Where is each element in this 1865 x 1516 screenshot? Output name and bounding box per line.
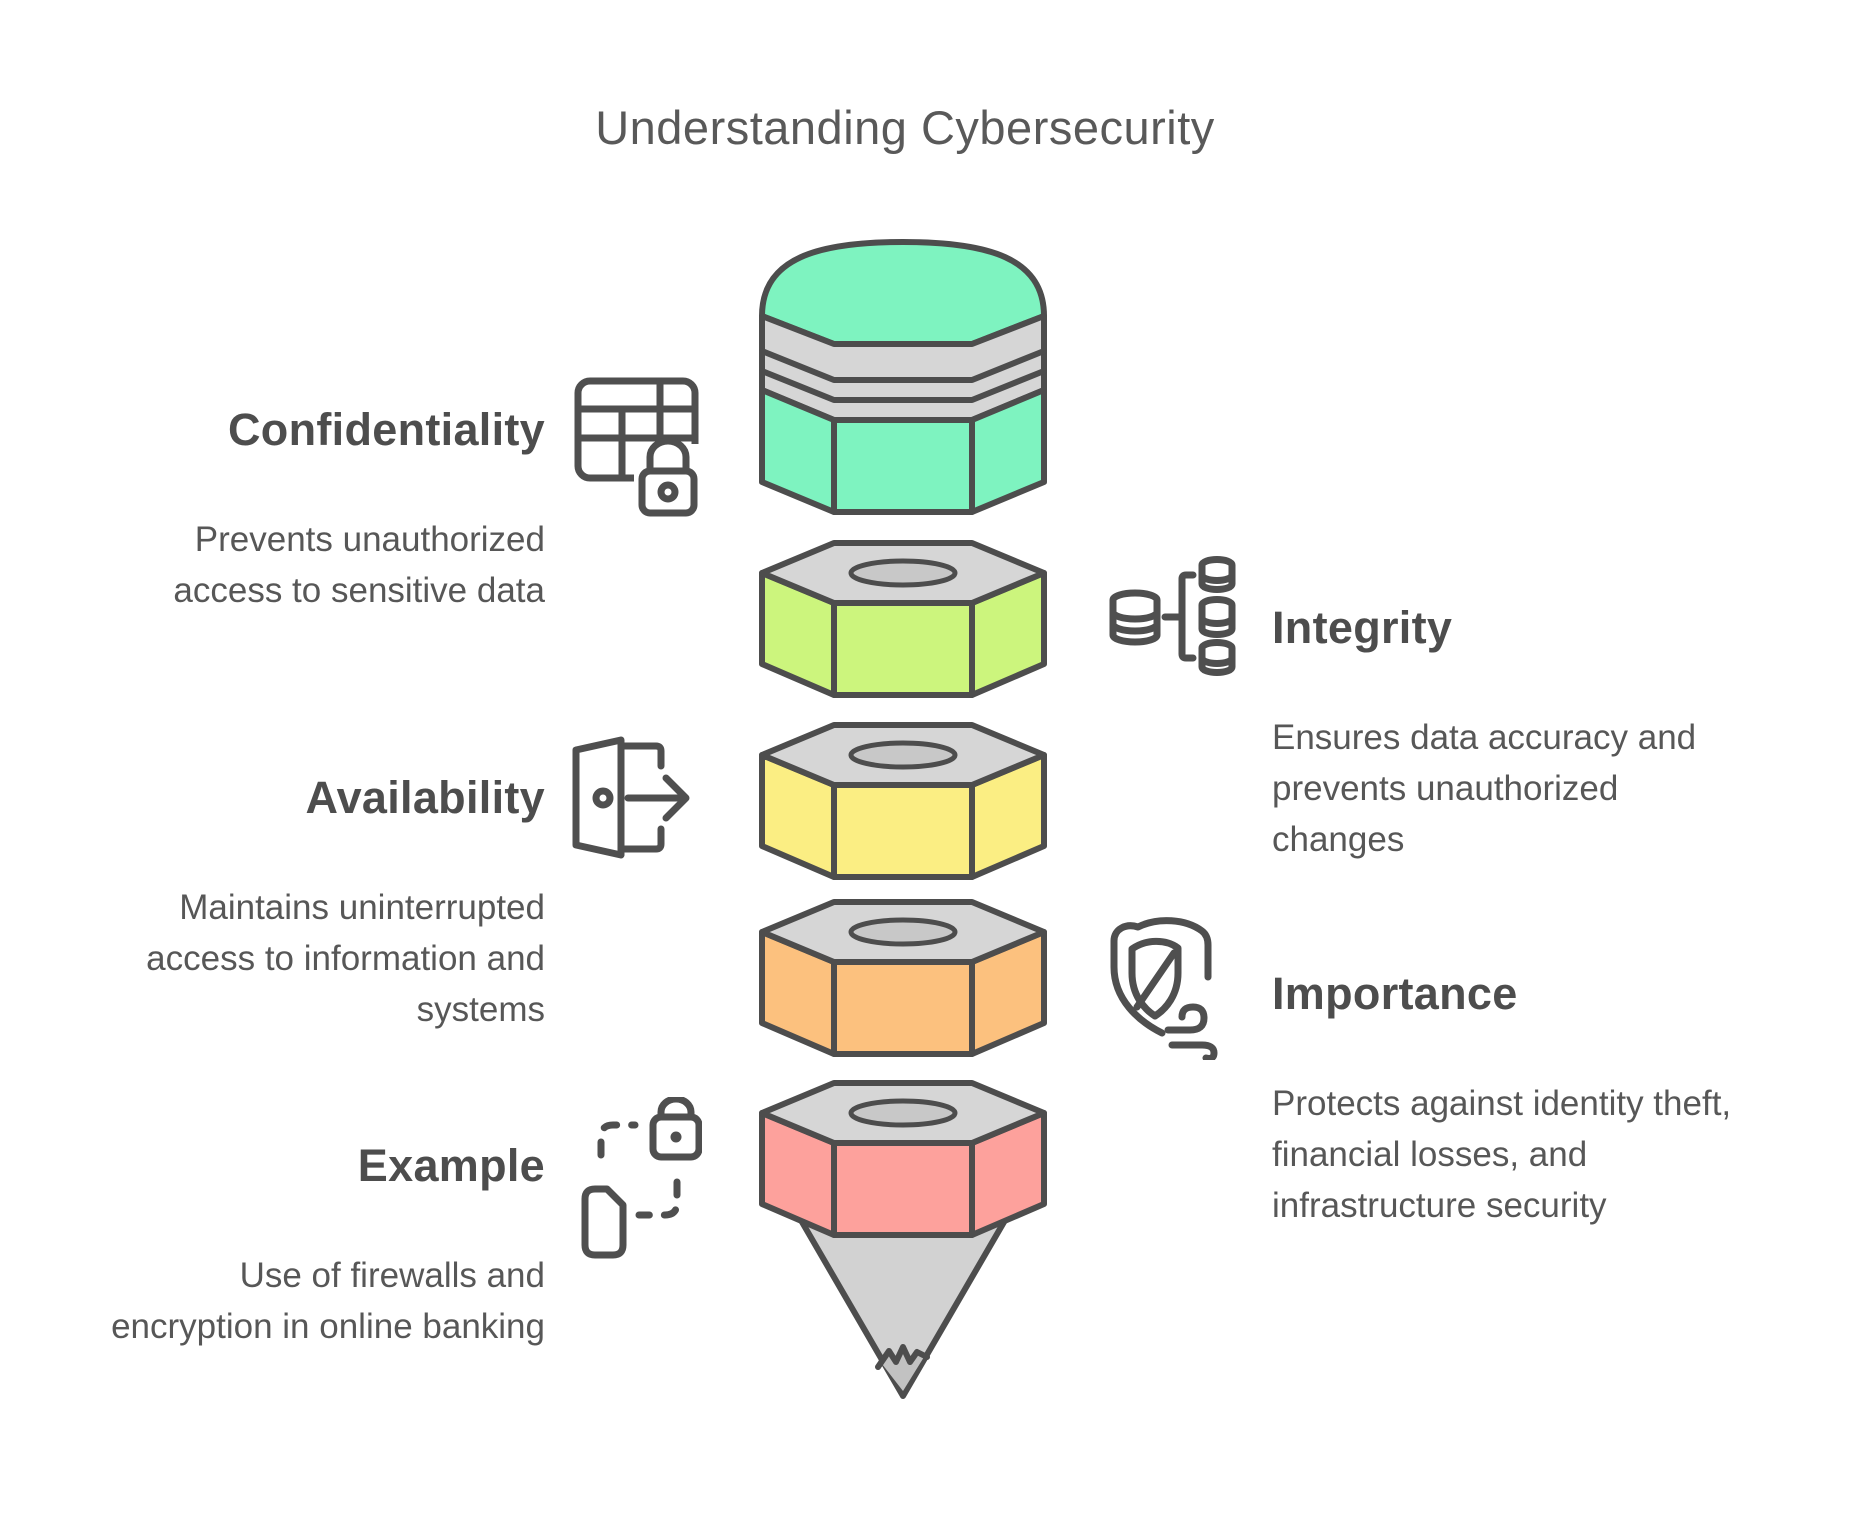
- lock-shackle: [646, 437, 690, 475]
- database-small-middle: [1198, 596, 1236, 638]
- description-line: Ensures data accuracy and: [1272, 717, 1697, 757]
- pencil-segment-integrity-facets: [831, 600, 975, 698]
- pencil-segment-importance-facets: [831, 959, 975, 1057]
- door-frame-top: [617, 742, 665, 770]
- pencil-eraser-facets: [831, 417, 975, 515]
- availability-heading: Availability: [305, 772, 545, 823]
- wind-curl-bottom: [1168, 1041, 1218, 1060]
- description-line: Maintains uninterrupted: [179, 887, 545, 927]
- description-line: financial losses, and: [1272, 1134, 1588, 1174]
- document-shape: [581, 1185, 627, 1259]
- description-line: Use of firewalls and: [239, 1255, 545, 1295]
- door-frame-bottom: [617, 825, 665, 853]
- database-branch-icon: [1109, 556, 1236, 676]
- pencil-outline-group: [759, 239, 1047, 1399]
- page-title: Understanding Cybersecurity: [595, 101, 1215, 154]
- pencil-segment-availability-hole: [848, 740, 958, 770]
- pencil-segment-example-hole: [848, 1098, 958, 1128]
- example-heading: Example: [357, 1140, 545, 1191]
- lock-keyhole: [657, 481, 679, 503]
- importance-heading: Importance: [1272, 968, 1518, 1019]
- wind-curl-top: [1164, 1003, 1208, 1034]
- pencil-tip-jag-line: [875, 1344, 930, 1370]
- pencil-eraser-dome: [759, 239, 1047, 347]
- description-line: prevents unauthorized: [1272, 768, 1619, 808]
- confidentiality-heading: Confidentiality: [228, 404, 545, 455]
- integrity-description: Ensures data accuracy and prevents unaut…: [1272, 712, 1696, 865]
- lock-shackle: [657, 1097, 695, 1121]
- section-integrity: Integrity Ensures data accuracy and prev…: [1272, 602, 1696, 865]
- lock-body: [638, 467, 698, 517]
- description-line: systems: [416, 989, 545, 1029]
- pencil-segment-importance-hole: [848, 917, 958, 947]
- description-line: access to information and: [146, 938, 545, 978]
- shield-wind-icon: [1110, 917, 1218, 1060]
- availability-description: Maintains uninterrupted access to inform…: [146, 882, 545, 1035]
- door-knob: [592, 787, 614, 809]
- shield-inner: [1128, 937, 1182, 1020]
- door-panel: [572, 736, 625, 859]
- description-line: changes: [1272, 819, 1405, 859]
- lock-body: [649, 1113, 702, 1161]
- pencil-segment-integrity-hole: [848, 558, 958, 588]
- door-exit-icon: [572, 736, 690, 859]
- table-lock-icon: [574, 377, 702, 518]
- section-importance: Importance Protects against identity the…: [1272, 968, 1731, 1231]
- description-line: access to sensitive data: [173, 570, 545, 610]
- pencil-segment-example-facets: [831, 1140, 975, 1238]
- shield-slash: [1133, 949, 1178, 1011]
- shield-outer-outline: [1110, 917, 1212, 1037]
- database-small-top: [1198, 556, 1236, 593]
- pencil-segment-availability-facets: [831, 782, 975, 880]
- table-grid-lines: [574, 377, 699, 482]
- lock-keyhole: [670, 1131, 682, 1143]
- pencil-ferrule-stripes: [759, 348, 1047, 403]
- dashed-link-bottom: [635, 1178, 681, 1219]
- database-small-bottom: [1198, 639, 1236, 676]
- description-line: Prevents unauthorized: [194, 519, 545, 559]
- description-line: encryption in online banking: [111, 1306, 545, 1346]
- exit-arrow-head: [662, 774, 690, 822]
- section-availability: Availability Maintains uninterrupted acc…: [146, 772, 545, 1035]
- importance-description: Protects against identity theft, financi…: [1272, 1078, 1731, 1231]
- description-line: infrastructure security: [1272, 1185, 1607, 1225]
- document-lock-icon: [581, 1097, 702, 1259]
- dashed-link-top: [597, 1121, 639, 1159]
- section-example: Example Use of firewalls and encryption …: [111, 1140, 545, 1352]
- section-confidentiality: Confidentiality Prevents unauthorized ac…: [173, 404, 545, 616]
- integrity-heading: Integrity: [1272, 602, 1453, 653]
- description-line: Protects against identity theft,: [1272, 1083, 1732, 1123]
- branch-bracket: [1178, 571, 1197, 662]
- confidentiality-description: Prevents unauthorized access to sensitiv…: [173, 514, 545, 616]
- database-large: [1109, 589, 1161, 646]
- example-description: Use of firewalls and encryption in onlin…: [111, 1250, 545, 1352]
